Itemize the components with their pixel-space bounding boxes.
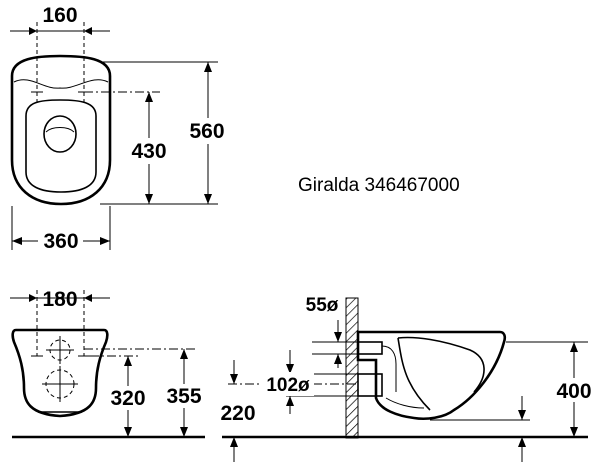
top-view-width-360: 360 (43, 230, 78, 253)
top-view-outlet (43, 115, 77, 153)
side-view-height-400: 400 (556, 380, 591, 403)
top-view-bowl-outline (10, 54, 112, 206)
side-view-outlet-diameter: 102ø (266, 375, 310, 396)
side-view-height-220: 220 (220, 402, 255, 425)
top-view-fixing-holes (31, 22, 90, 102)
wall-section (345, 297, 359, 439)
top-view-depth-560: 560 (189, 120, 224, 143)
top-view-inner-rim (25, 99, 97, 193)
front-view-width-180: 180 (42, 288, 77, 311)
side-view: 55ø 102ø 220 400 (220, 295, 596, 462)
front-view-height-320: 320 (110, 387, 145, 410)
front-view-outlet-symbol (42, 366, 78, 402)
product-label: Giralda 346467000 (298, 175, 460, 196)
top-view-depth-430: 430 (131, 140, 166, 163)
front-view-inlet-symbol (46, 336, 74, 364)
front-view-height-355: 355 (166, 385, 201, 408)
side-view-inlet-connector (357, 341, 383, 355)
side-view-inlet-diameter: 55ø (306, 295, 339, 316)
side-view-outlet-connector (357, 373, 383, 397)
top-view: 160 360 430 560 (10, 4, 230, 253)
side-view-bowl-outline (356, 330, 507, 421)
top-view-width-160: 160 (42, 4, 77, 27)
front-view: 180 320 355 (10, 288, 206, 439)
top-view-rear-ledge (13, 79, 109, 89)
front-view-bowl-outline (11, 328, 109, 418)
